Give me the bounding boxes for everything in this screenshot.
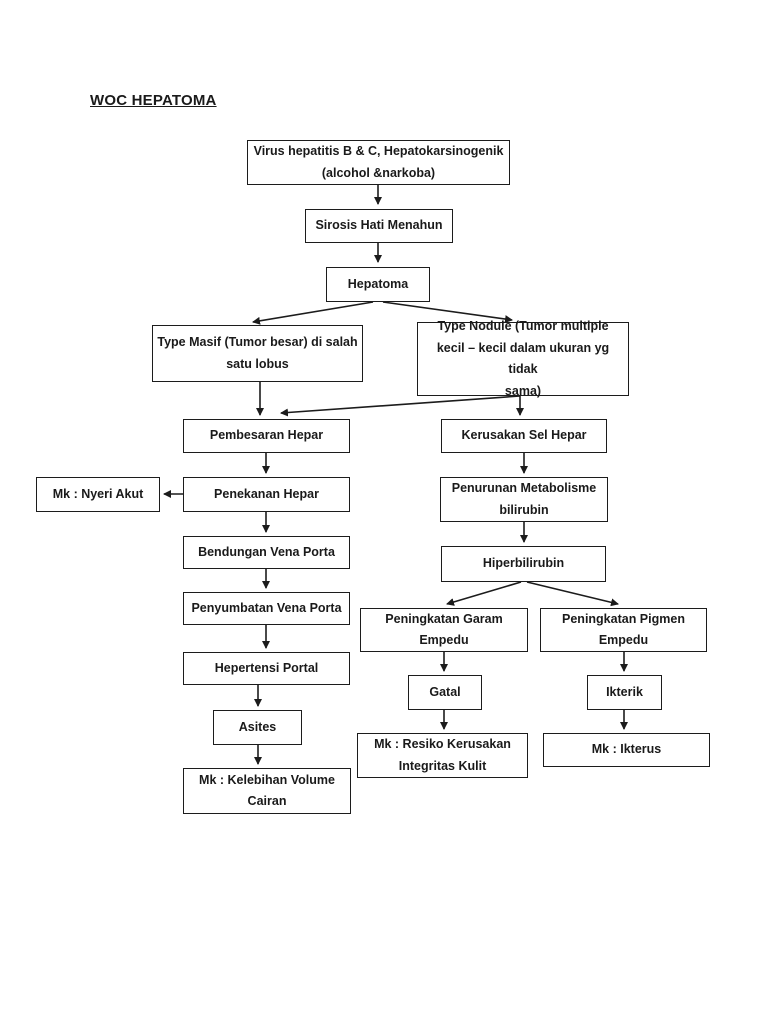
node-sirosis-hati-menahun: Sirosis Hati Menahun	[305, 209, 453, 243]
node-mk-nyeri-akut: Mk : Nyeri Akut	[36, 477, 160, 512]
node-hepatoma: Hepatoma	[326, 267, 430, 302]
arrow-hiperbilirubin-to-garam	[446, 581, 522, 606]
node-mk-ikterus: Mk : Ikterus	[543, 733, 710, 767]
node-bendungan-vena-porta: Bendungan Vena Porta	[183, 536, 350, 569]
node-asites: Asites	[213, 710, 302, 745]
node-penurunan-metabolisme: Penurunan Metabolisme bilirubin	[440, 477, 608, 522]
arrow-hepatoma-to-type-masif	[252, 301, 374, 325]
node-type-nodule: Type Nodule (Tumor multiple kecil – keci…	[417, 319, 629, 398]
node-hiperbilirubin: Hiperbilirubin	[441, 546, 606, 582]
node-penyumbatan-vena-porta: Penyumbatan Vena Porta	[183, 592, 350, 625]
node-pembesaran-hepar: Pembesaran Hepar	[183, 419, 350, 453]
arrow-hiperbilirubin-to-pigmen	[526, 581, 619, 607]
node-ikterik: Ikterik	[587, 675, 662, 710]
node-type-masif: Type Masif (Tumor besar) di salah satu l…	[152, 325, 363, 382]
node-virus-hepatitis: Virus hepatitis B & C, Hepatokarsinogeni…	[247, 140, 510, 185]
node-peningkatan-garam-empedu: Peningkatan Garam Empedu	[360, 608, 528, 652]
node-mk-kelebihan-volume-cairan: Mk : Kelebihan Volume Cairan	[183, 768, 351, 814]
node-penekanan-hepar: Penekanan Hepar	[183, 477, 350, 512]
node-kerusakan-sel-hepar: Kerusakan Sel Hepar	[441, 419, 607, 453]
node-mk-resiko-kerusakan-integritas-kulit: Mk : Resiko Kerusakan Integritas Kulit	[357, 733, 528, 778]
page-title: WOC HEPATOMA	[90, 92, 217, 109]
node-peningkatan-pigmen-empedu: Peningkatan Pigmen Empedu	[540, 608, 707, 652]
node-hepertensi-portal: Hepertensi Portal	[183, 652, 350, 685]
node-gatal: Gatal	[408, 675, 482, 710]
